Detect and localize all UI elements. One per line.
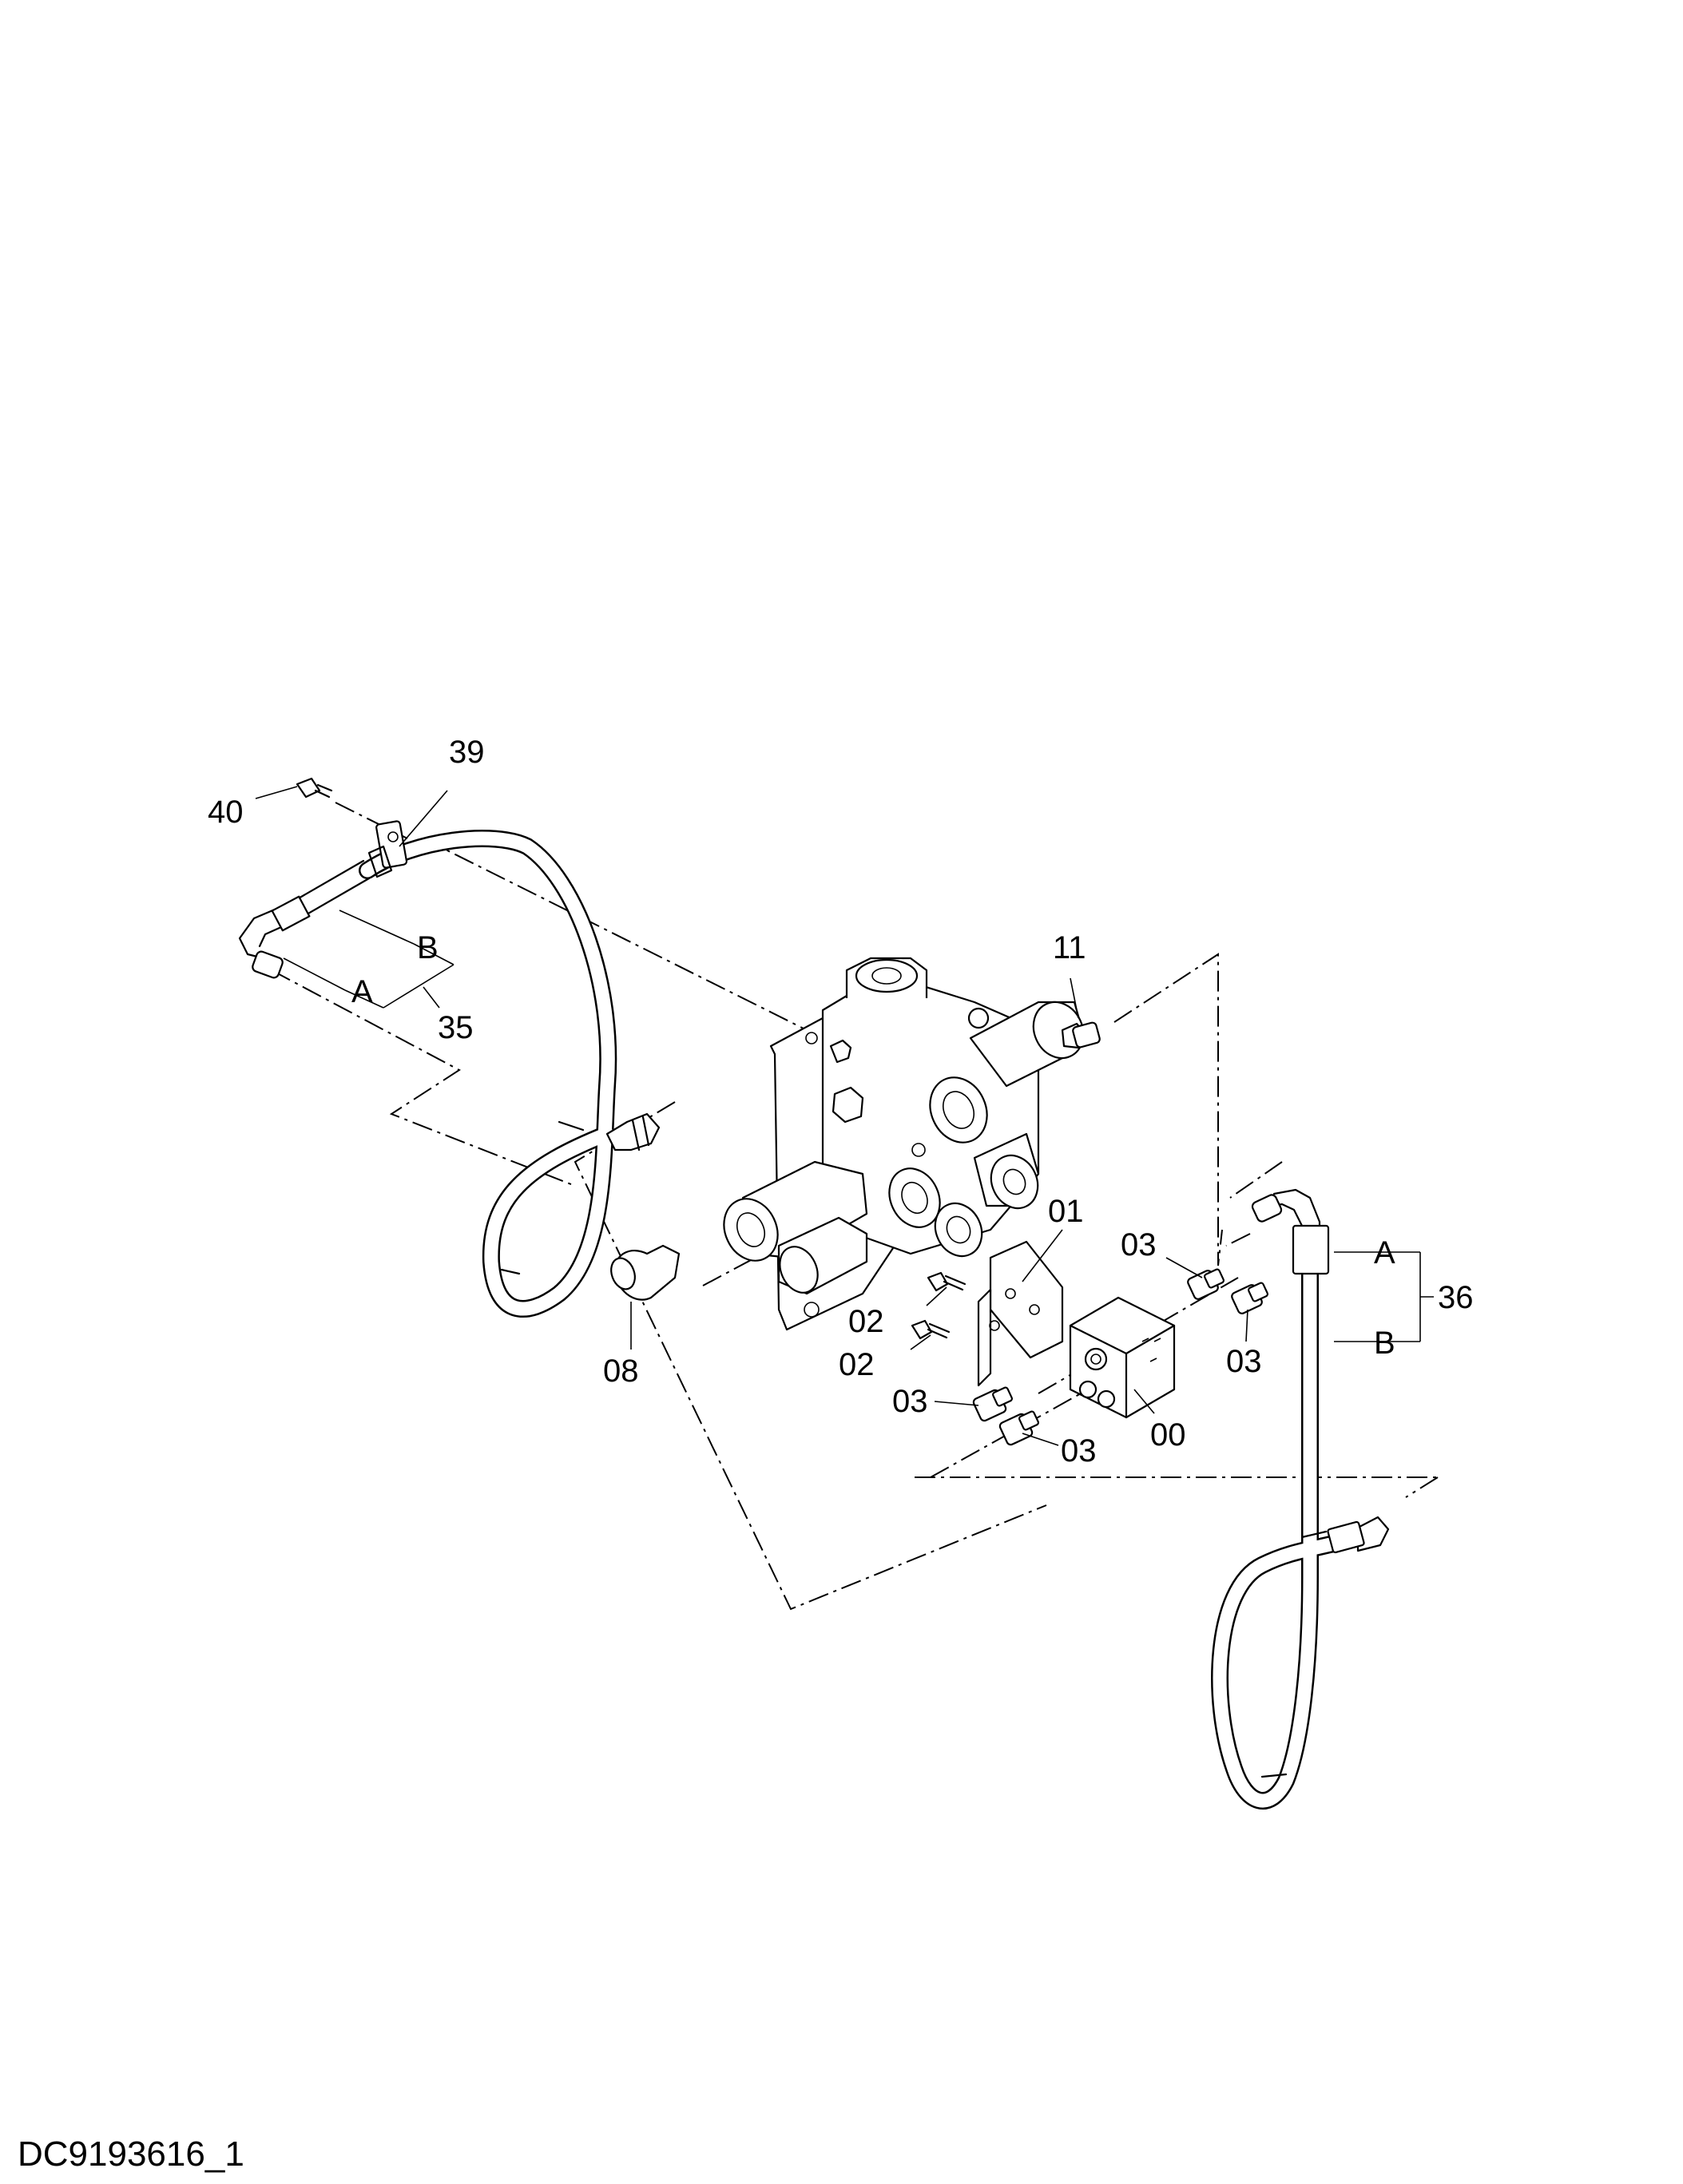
callout-36: 36 xyxy=(1438,1280,1474,1315)
callout-35-B: B xyxy=(417,930,439,965)
callout-36-A: A xyxy=(1374,1235,1395,1270)
callout-03-right-top: 03 xyxy=(1121,1227,1157,1262)
callout-39: 39 xyxy=(449,735,485,770)
hose-36 xyxy=(1211,1188,1390,1809)
fittings xyxy=(610,1021,1268,1446)
valve-body xyxy=(723,957,1085,1331)
callout-labels: 40 39 B A 35 11 01 03 03 02 02 03 03 00 … xyxy=(208,735,1474,1469)
callout-11: 11 xyxy=(1053,930,1086,965)
callout-02-top: 02 xyxy=(848,1304,884,1339)
callout-01: 01 xyxy=(1048,1194,1084,1229)
drawing-code: DC9193616_1 xyxy=(18,2134,244,2174)
callout-02-bottom: 02 xyxy=(839,1347,875,1382)
hose-35 xyxy=(238,777,661,1318)
manifold-block-00 xyxy=(1069,1296,1176,1419)
callout-03-left-bottom: 03 xyxy=(1061,1433,1097,1469)
callout-35: 35 xyxy=(438,1010,474,1045)
leader-lines xyxy=(255,786,1434,1446)
callout-00: 00 xyxy=(1150,1417,1186,1453)
callout-36-B: B xyxy=(1374,1326,1395,1361)
bracket-01 xyxy=(977,1240,1064,1387)
callout-03-right-bottom: 03 xyxy=(1226,1344,1262,1379)
callout-35-A: A xyxy=(351,974,373,1009)
callout-03-left-top: 03 xyxy=(892,1384,928,1419)
callout-40: 40 xyxy=(208,795,244,830)
callout-08: 08 xyxy=(603,1354,639,1389)
